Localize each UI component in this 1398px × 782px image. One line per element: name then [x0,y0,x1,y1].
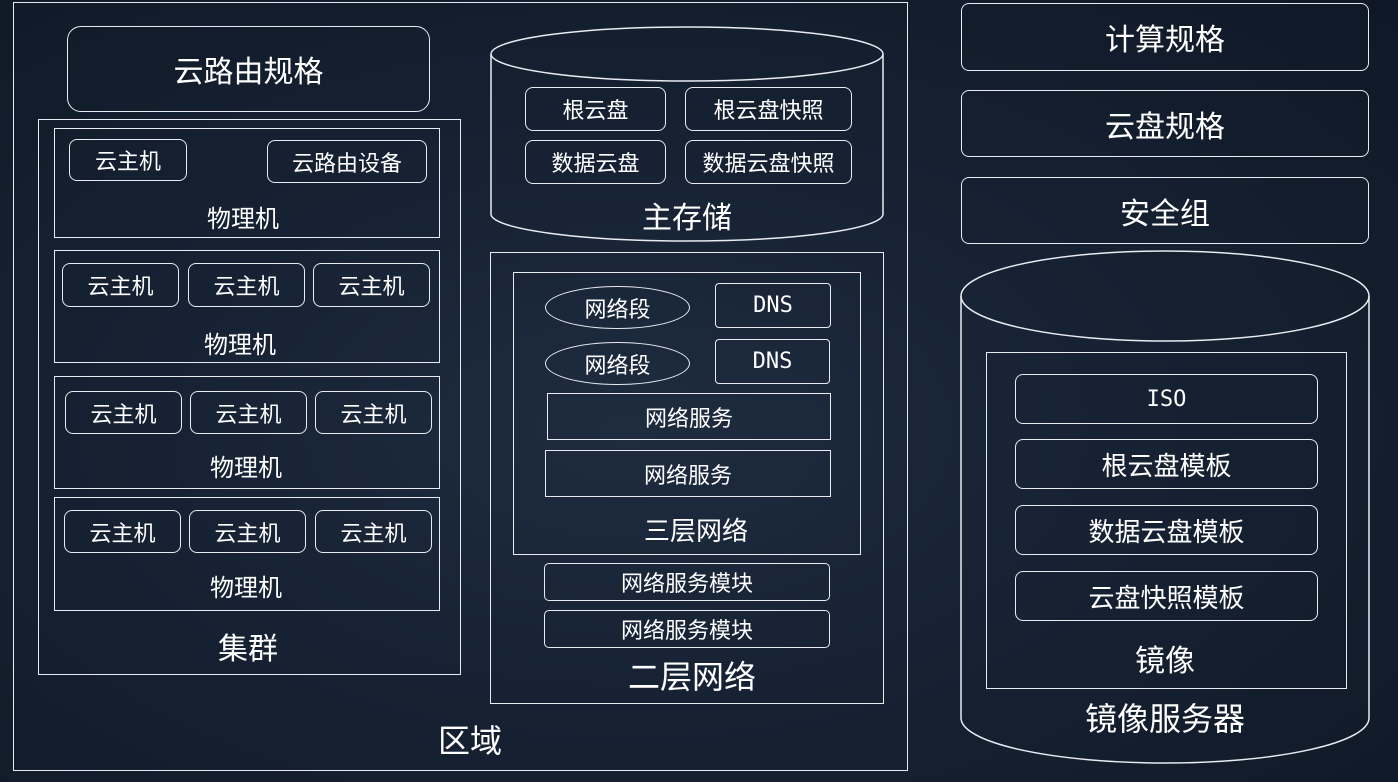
security-group-box: 安全组 [961,177,1369,244]
vm-box: 云主机 [189,510,306,553]
data-disk-box: 数据云盘 [525,140,666,184]
l3-network-label: 三层网络 [643,517,748,547]
root-disk-template-box: 根云盘模板 [1015,439,1318,489]
root-disk-box: 根云盘 [525,87,666,131]
l2-network-label: 二层网络 [627,658,756,696]
primary-storage-cylinder [490,26,884,242]
vm-box: 云主机 [188,263,305,307]
image-server-cylinder [960,250,1370,764]
dns-box: DNS [715,283,831,328]
dns-box: DNS [715,339,830,384]
router-spec-box: 云路由规格 [67,26,430,112]
iso-box: ISO [1015,374,1318,424]
compute-spec-box: 计算规格 [961,3,1369,71]
vm-box: 云主机 [65,391,182,434]
image-server-label: 镜像服务器 [1084,700,1245,738]
region-container [13,2,908,771]
image-label: 镜像 [1135,644,1195,679]
image-container [986,352,1347,689]
vm-box: 云主机 [69,139,187,181]
physical-host [54,376,440,489]
data-disk-snapshot-box: 数据云盘快照 [685,140,852,184]
network-service-module-box: 网络服务模块 [544,563,830,601]
physical-host-label: 物理机 [210,574,282,602]
disk-snapshot-template-box: 云盘快照模板 [1015,571,1318,621]
region-label: 区域 [437,722,502,760]
vm-box: 云主机 [313,263,430,307]
vm-box: 云主机 [64,510,181,553]
l3-network-container [513,272,861,555]
physical-host [54,497,440,611]
root-disk-snapshot-box: 根云盘快照 [685,87,852,131]
router-device-box: 云路由设备 [267,140,427,183]
physical-host-label: 物理机 [207,205,279,233]
primary-storage-label: 主存储 [642,201,732,236]
physical-host [54,128,440,238]
vm-box: 云主机 [62,263,179,307]
physical-host-label: 物理机 [210,454,282,482]
disk-spec-box: 云盘规格 [961,90,1369,157]
network-service-box: 网络服务 [547,393,831,440]
data-disk-template-box: 数据云盘模板 [1015,505,1318,555]
vm-box: 云主机 [315,391,432,434]
physical-host-label: 物理机 [204,331,276,359]
network-service-module-box: 网络服务模块 [544,610,830,648]
vm-box: 云主机 [315,510,432,553]
network-service-box: 网络服务 [545,450,831,497]
l2-network-container [490,252,884,704]
physical-host [54,250,440,363]
ip-range-ellipse: 网络段 [545,342,690,385]
vm-box: 云主机 [190,391,307,434]
cluster-label: 集群 [218,632,278,667]
ip-range-ellipse: 网络段 [545,286,690,329]
cluster-container [38,119,461,675]
